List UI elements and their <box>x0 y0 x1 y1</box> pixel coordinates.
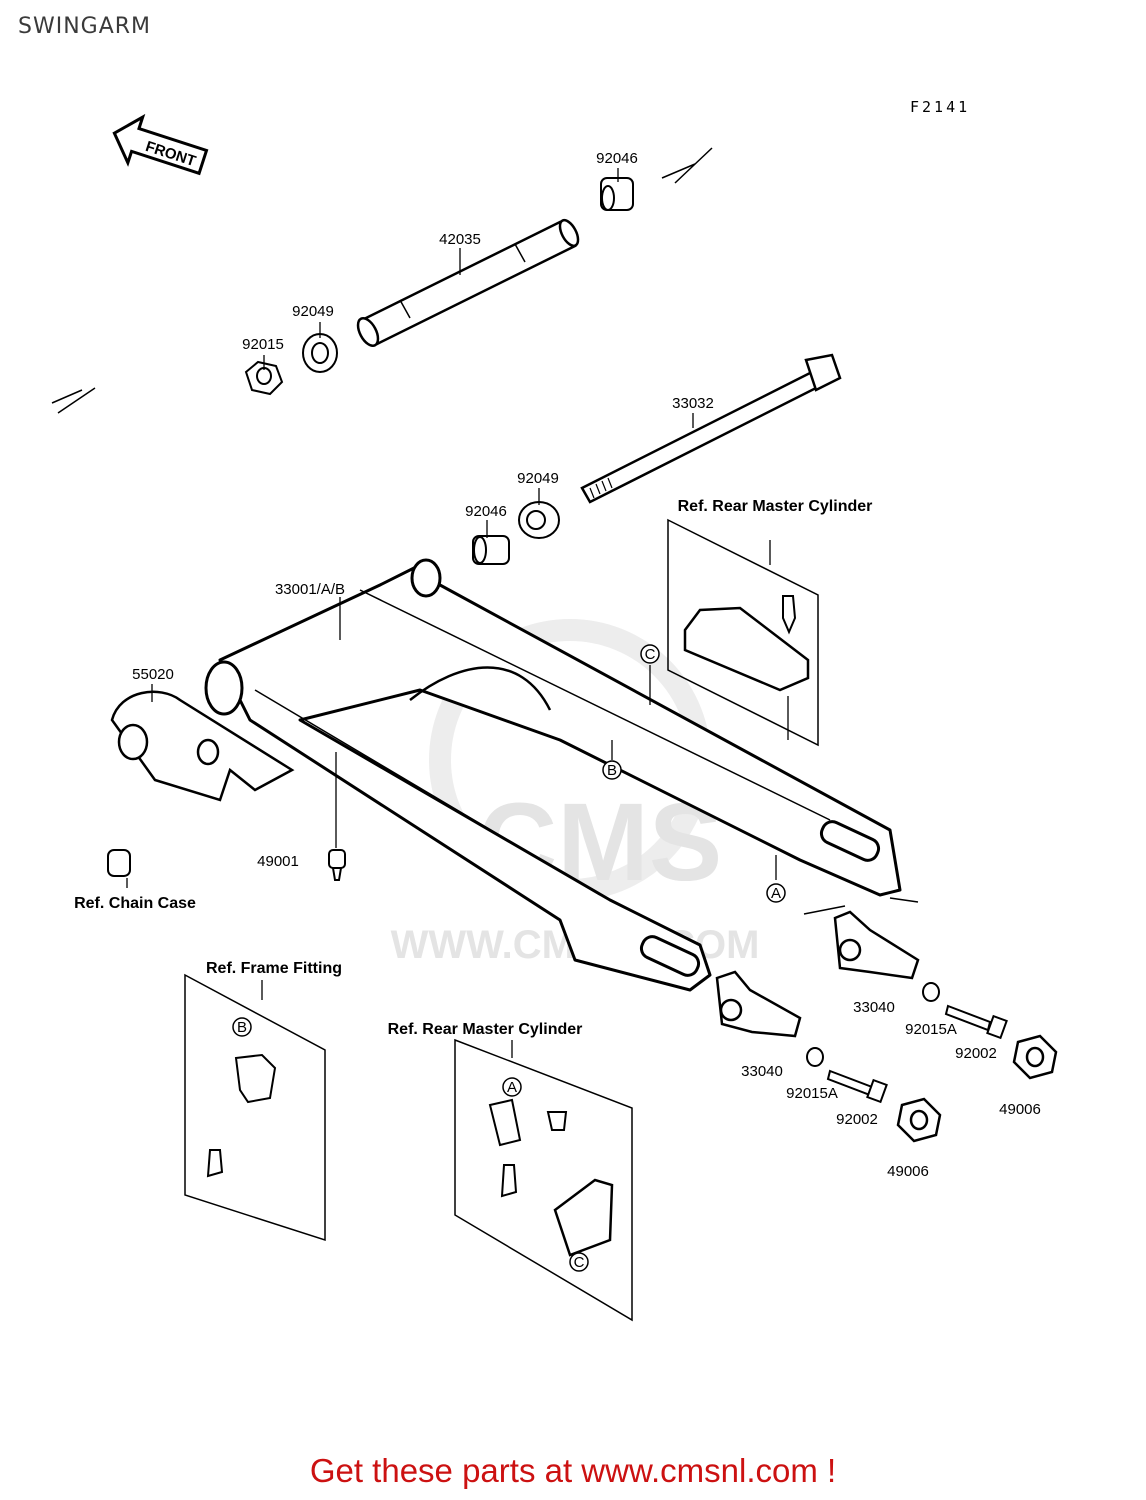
collar-92015a-left <box>806 1047 824 1067</box>
marker-b-arm: B <box>602 760 622 780</box>
direction-marks <box>51 147 919 915</box>
swingarm-33001 <box>204 558 902 992</box>
svg-text:A: A <box>771 885 781 902</box>
bolt-92002-left <box>826 1069 888 1104</box>
part-label: 92046 <box>465 503 507 520</box>
part-label: 55020 <box>132 666 174 683</box>
part-label: 92015A <box>905 1021 957 1038</box>
grease-nipple-49001 <box>328 849 346 881</box>
svg-text:A: A <box>507 1079 517 1096</box>
part-label: 33040 <box>741 1063 783 1080</box>
svg-text:C: C <box>645 646 656 663</box>
footer-cta-link[interactable]: Get these parts at www.cmsnl.com ! <box>309 1452 837 1489</box>
part-label: 42035 <box>439 231 481 248</box>
part-label: 92049 <box>292 303 334 320</box>
part-label: 49006 <box>999 1101 1041 1118</box>
ref-label: Ref. Frame Fitting <box>206 960 342 977</box>
part-label: 49006 <box>887 1163 929 1180</box>
adjuster-33040-right <box>833 910 920 980</box>
sleeve-42035 <box>356 218 580 348</box>
part-label: 92015 <box>242 336 284 353</box>
bearing-92046-top <box>600 177 634 211</box>
collar-92049-mid <box>518 501 560 539</box>
leader-lines <box>126 168 789 1058</box>
front-arrow-icon: FRONT <box>112 113 209 176</box>
marker-c-cylinder: C <box>569 1252 589 1272</box>
part-label: 92015A <box>786 1085 838 1102</box>
ref-label: Ref. Rear Master Cylinder <box>388 1021 583 1038</box>
bolt-92002-right <box>944 1004 1008 1040</box>
part-label: 33040 <box>853 999 895 1016</box>
nut-49006-left <box>896 1097 942 1143</box>
ref-box-frame-fitting <box>184 973 326 1242</box>
figure-code: F2141 <box>910 98 971 116</box>
bearing-92046-mid <box>472 535 510 565</box>
ref-label: Ref. Rear Master Cylinder <box>678 498 873 515</box>
part-label: 92002 <box>836 1111 878 1128</box>
adjuster-33040-left <box>715 970 802 1038</box>
collar-92049-left <box>302 333 338 373</box>
ref-box-master-cylinder-top <box>667 518 819 747</box>
part-label: 92002 <box>955 1045 997 1062</box>
marker-a-cylinder: A <box>502 1077 522 1097</box>
part-label: 33001/A/B <box>275 581 345 598</box>
svg-text:B: B <box>607 762 617 779</box>
page-title: SWINGARM <box>18 14 152 39</box>
part-label: 33032 <box>672 395 714 412</box>
nut-92015 <box>244 360 284 396</box>
collar-92015a-right <box>922 982 940 1002</box>
part-label: 49001 <box>257 853 299 870</box>
swingarm-diagram: CMS WWW.CMSNL.COM FRONT <box>51 113 1058 1322</box>
marker-a-arm: A <box>766 883 786 903</box>
nut-49006-right <box>1012 1034 1058 1080</box>
ref-label: Ref. Chain Case <box>74 895 196 912</box>
ref-box-master-cylinder-bottom <box>454 1038 633 1322</box>
part-label: 92046 <box>596 150 638 167</box>
marker-c-top: C <box>640 644 660 664</box>
marker-b-fitting: B <box>232 1017 252 1037</box>
chain-guard-55020 <box>110 690 295 802</box>
part-label: 92049 <box>517 470 559 487</box>
spacer-collar <box>107 849 131 877</box>
svg-text:B: B <box>237 1019 247 1036</box>
svg-text:C: C <box>574 1254 585 1271</box>
axle-33032 <box>580 353 842 504</box>
